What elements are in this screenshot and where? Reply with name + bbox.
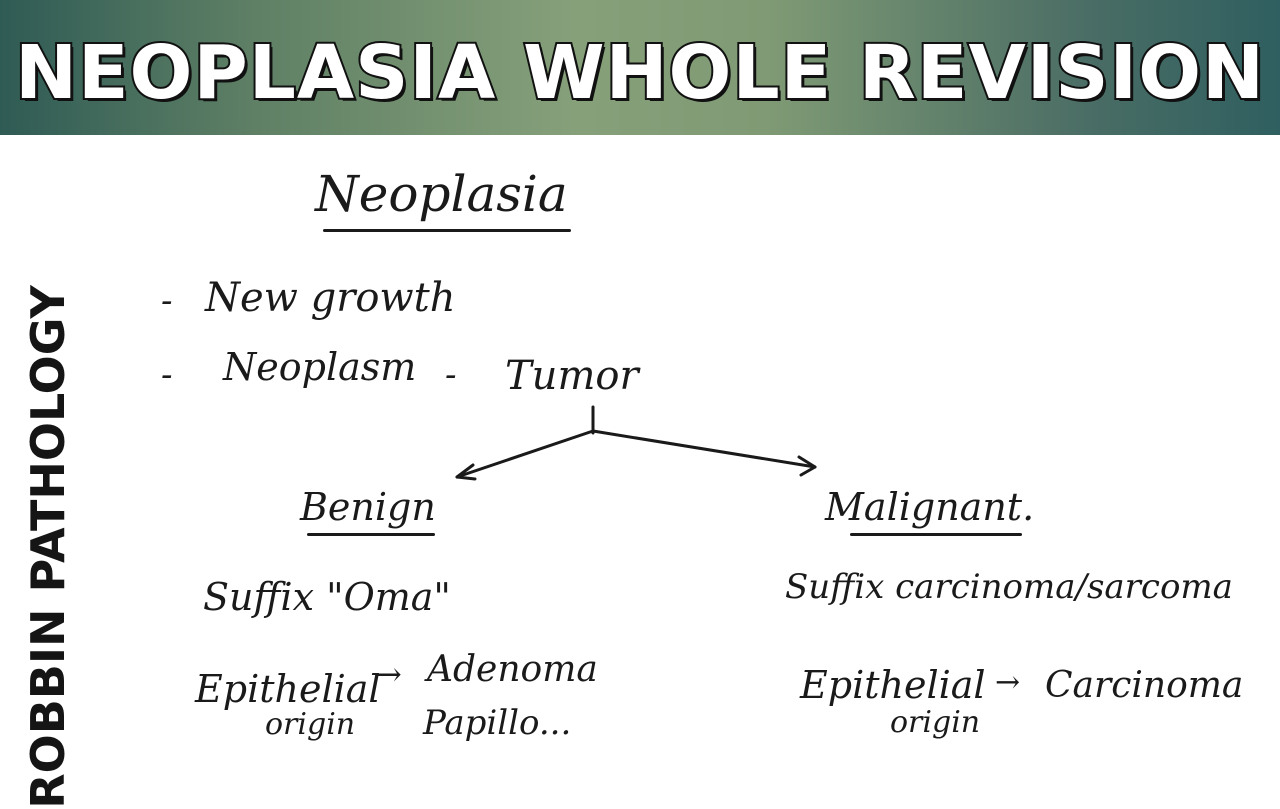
benign-label: Benign	[300, 485, 436, 529]
notes-heading: Neoplasia	[315, 165, 568, 223]
malignant-origin-partial: origin	[890, 705, 981, 740]
malignant-arrowhead	[797, 455, 817, 477]
malignant-carcinoma: Carcinoma	[1045, 665, 1244, 706]
bullet-dash: -	[161, 281, 173, 321]
benign-epithelial: Epithelial	[195, 667, 381, 711]
branch-arrows	[455, 405, 817, 481]
tumor-dash: -	[445, 355, 457, 395]
title-banner: NEOPLASIA WHOLE REVISION	[0, 0, 1280, 135]
arrow-to-malignant	[591, 429, 817, 469]
side-title: ROBBIN PATHOLOGY	[21, 285, 75, 809]
bullet-dash: -	[161, 355, 173, 395]
banner-title: NEOPLASIA WHOLE REVISION	[13, 28, 1266, 118]
benign-arrow: →	[375, 655, 402, 693]
heading-underline	[323, 229, 571, 232]
malignant-suffix: Suffix carcinoma/sarcoma	[785, 567, 1233, 607]
benign-arrowhead	[455, 463, 477, 481]
malignant-epithelial: Epithelial	[800, 663, 986, 707]
benign-underline	[307, 533, 435, 536]
benign-second-result-partial: Papillo...	[423, 703, 572, 743]
malignant-underline	[850, 533, 1022, 536]
bullet-new-growth: New growth	[205, 275, 456, 321]
malignant-label: Malignant.	[825, 485, 1035, 529]
malignant-arrow: →	[995, 665, 1021, 700]
bullet-neoplasm: Neoplasm	[223, 345, 417, 389]
arrow-to-benign	[455, 429, 595, 479]
side-banner: ROBBIN PATHOLOGY	[0, 135, 95, 809]
benign-origin-partial: origin	[265, 707, 356, 742]
handwritten-notes: Neoplasia - New growth - Neoplasm - Tumo…	[95, 135, 1280, 743]
benign-suffix: Suffix "Oma"	[203, 575, 451, 619]
tumor-label: Tumor	[505, 353, 639, 399]
benign-adenoma: Adenoma	[427, 649, 598, 690]
